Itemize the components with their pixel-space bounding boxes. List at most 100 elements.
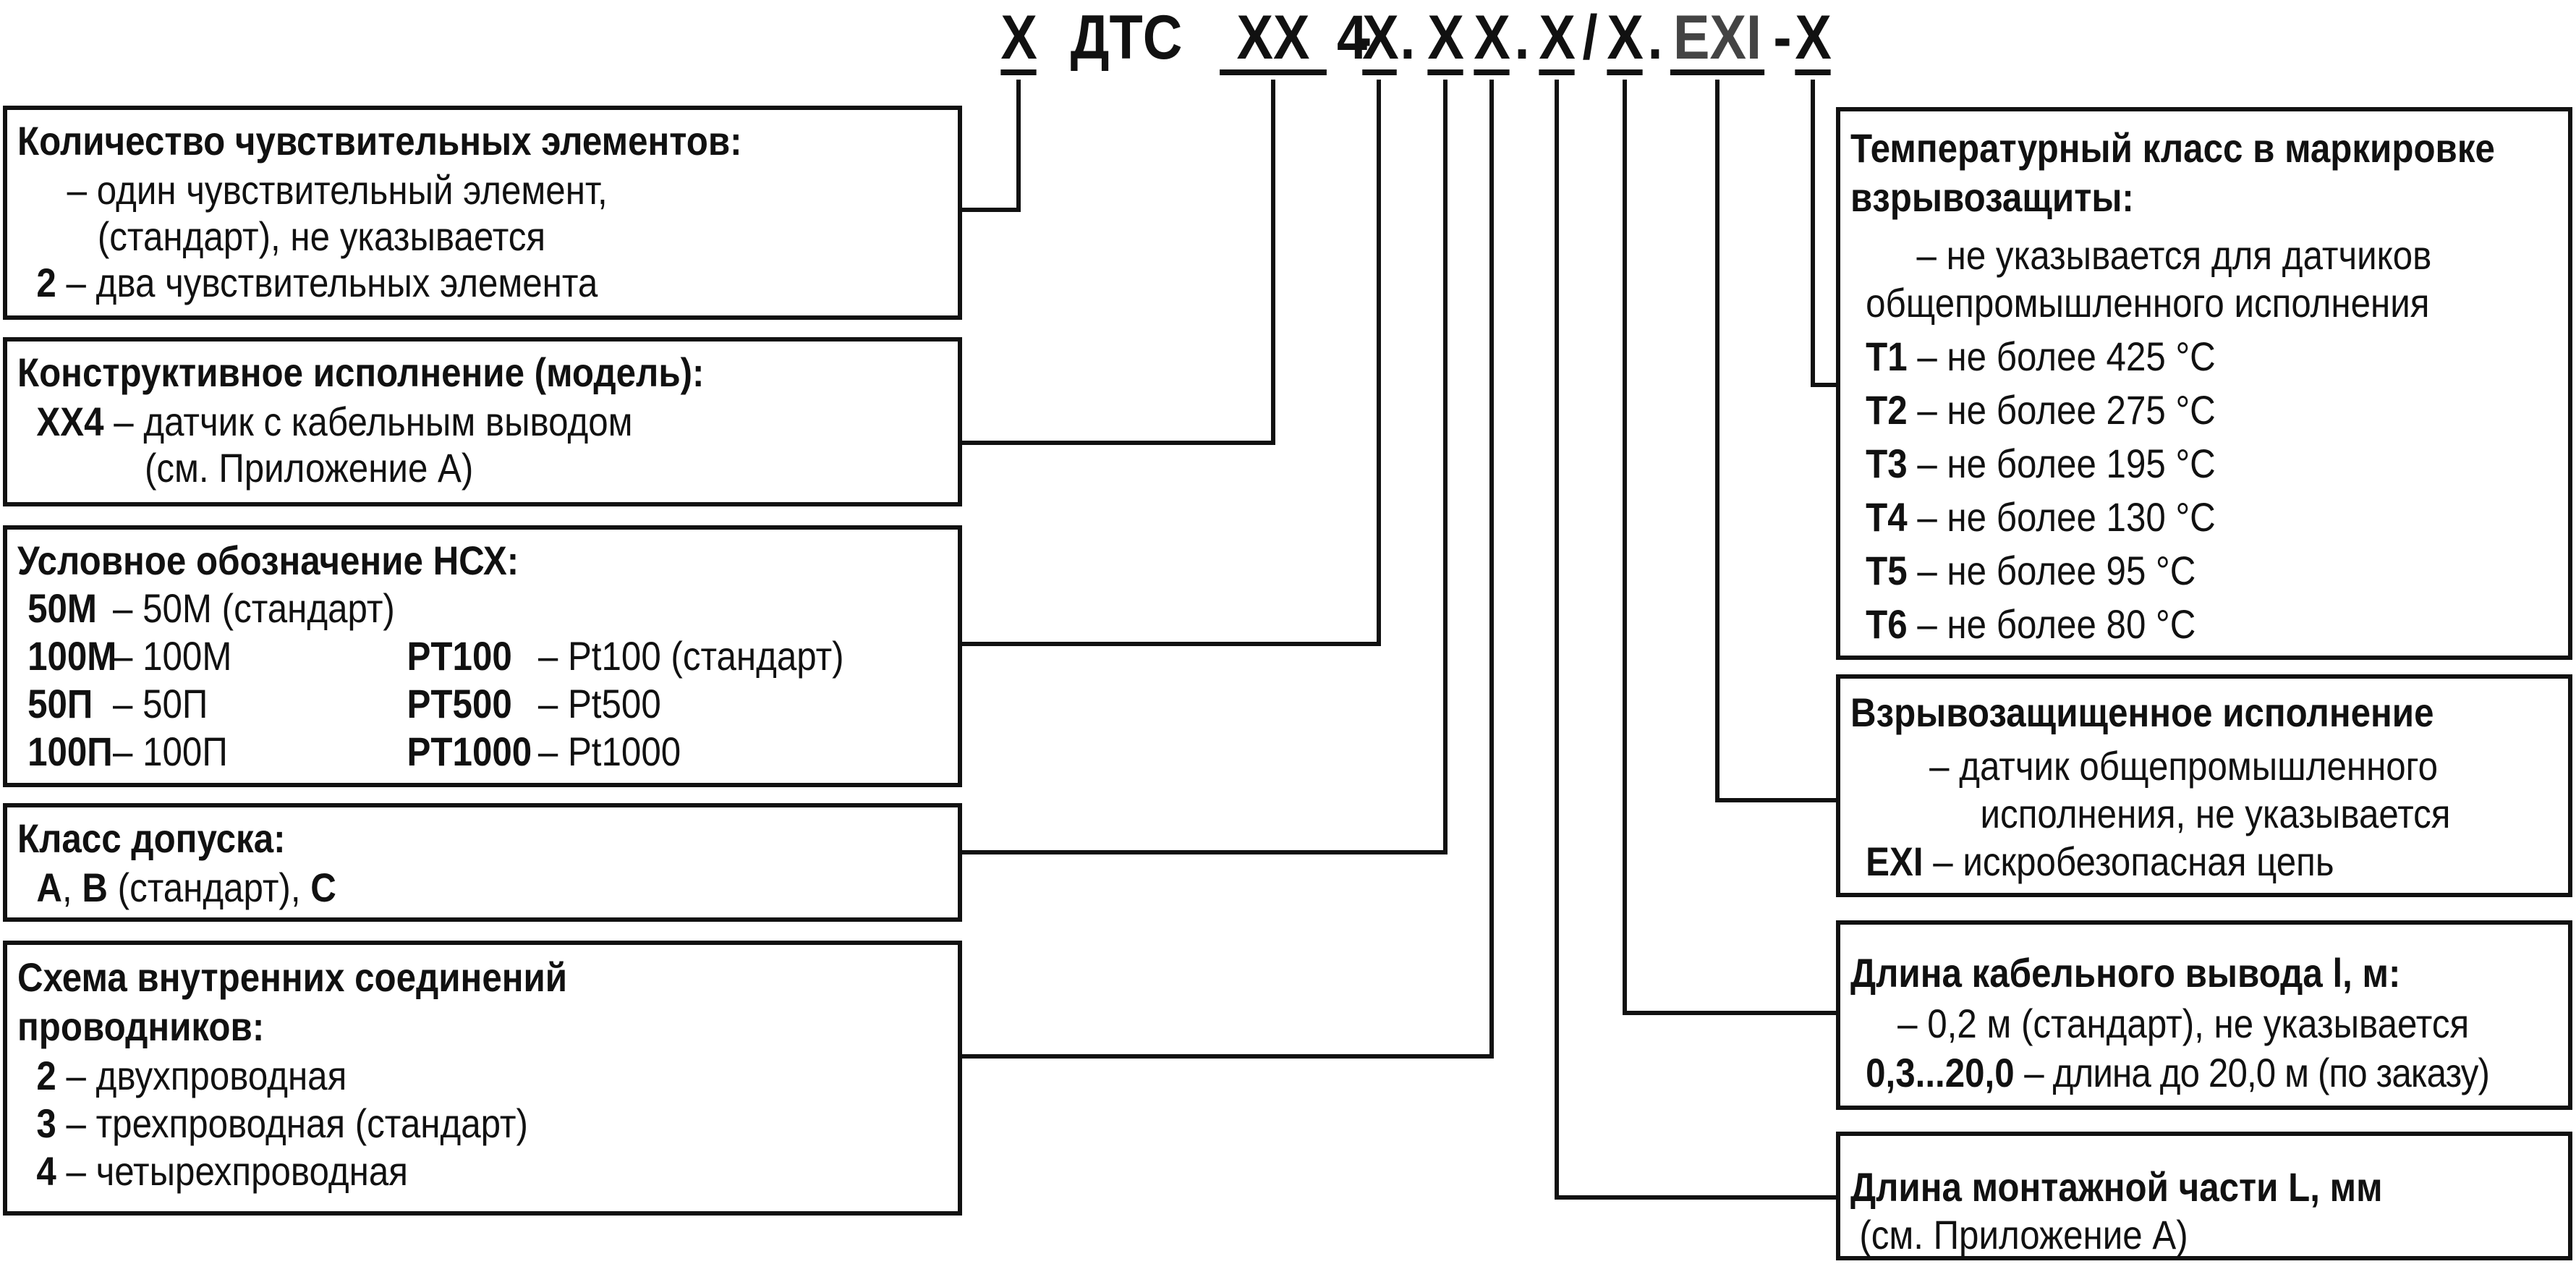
cable-code-range: 0,3...20,0 xyxy=(1866,1050,2015,1095)
box-sensor-count: Количество чувствительных элементов: – о… xyxy=(3,106,962,320)
nsh-code-pt100: PT100 xyxy=(407,633,512,679)
box-tolerance: Класс допуска: A, B (стандарт), C xyxy=(3,803,962,922)
nsh-desc-50m: – 50М (стандарт) xyxy=(113,585,395,631)
wiring-code-3: 3 xyxy=(36,1100,56,1146)
code-wiring: X xyxy=(1474,0,1510,75)
code-dot-1: . xyxy=(1400,3,1416,72)
code-dash-2: - xyxy=(1773,3,1792,72)
model-title: Конструктивное исполнение (модель): xyxy=(17,349,705,395)
wiring-desc-4: – четырехпроводная xyxy=(66,1148,408,1194)
nsh-code-100m: 100М xyxy=(27,633,117,679)
wiring-code-2: 2 xyxy=(36,1053,56,1098)
sensor-count-line3: – два чувствительных элемента xyxy=(66,260,598,305)
box-temp-class: Температурный класс в маркировке взрывоз… xyxy=(1836,107,2572,660)
temp-class-title-1: Температурный класс в маркировке xyxy=(1850,125,2495,171)
connector-tempclass xyxy=(1811,80,1840,387)
nsh-title: Условное обозначение НСХ: xyxy=(17,538,519,583)
temp-class-v6: – не более 80 °С xyxy=(1917,601,2196,647)
nsh-desc-100m: – 100М xyxy=(113,633,232,679)
connector-cable xyxy=(1623,80,1840,1015)
cable-line2: – длина до 20,0 м (по заказу) xyxy=(2024,1050,2490,1095)
explosion-line3: – искробезопасная цепь xyxy=(1933,839,2334,884)
code-sensor-count: X xyxy=(1000,0,1037,75)
tolerance-c: C xyxy=(310,865,336,910)
code-temp-class: X xyxy=(1795,0,1832,75)
temp-class-v5: – не более 95 °С xyxy=(1917,548,2196,593)
code-dot-3: . xyxy=(1647,3,1663,72)
nsh-code-50m: 50М xyxy=(27,585,97,631)
model-line1: – датчик с кабельным выводом xyxy=(114,399,633,444)
code-tolerance: X xyxy=(1427,0,1464,75)
nsh-code-pt1000: PT1000 xyxy=(407,729,532,774)
sensor-count-title: Количество чувствительных элементов: xyxy=(17,118,742,164)
tolerance-sep: , xyxy=(61,865,82,910)
tolerance-a: A xyxy=(36,865,62,910)
nsh-code-50p: 50П xyxy=(27,681,93,726)
nsh-desc-50p: – 50П xyxy=(113,681,208,726)
box-model: Конструктивное исполнение (модель): XX4 … xyxy=(3,337,962,506)
code-nsh: X xyxy=(1362,0,1399,75)
cable-line1: – 0,2 м (стандарт), не указывается xyxy=(1897,1001,2470,1046)
mount-line1: (см. Приложение А) xyxy=(1859,1212,2188,1257)
code-dash-1: - xyxy=(1353,3,1372,72)
connector-tolerance xyxy=(959,80,1448,854)
box-nsh: Условное обозначение НСХ: 50М – 50М (ста… xyxy=(3,525,962,787)
temp-class-line1: – не указывается для датчиков xyxy=(1916,232,2432,278)
nsh-desc-pt1000: – Pt1000 xyxy=(537,729,681,774)
explosion-title: Взрывозащищенное исполнение xyxy=(1850,690,2434,735)
box-explosion-protection: Взрывозащищенное исполнение – датчик общ… xyxy=(1836,674,2572,897)
wiring-desc-2: – двухпроводная xyxy=(66,1053,347,1098)
temp-class-v4: – не более 130 °С xyxy=(1917,494,2216,540)
temp-class-line2: общепромышленного исполнения xyxy=(1866,280,2430,326)
code-dot-2: . xyxy=(1514,3,1530,72)
code-model-digit: 4 xyxy=(1336,3,1368,72)
explosion-line2: исполнения, не указывается xyxy=(1980,791,2451,836)
temp-class-t3: T3 xyxy=(1866,441,1908,486)
code-slash: / xyxy=(1582,3,1598,72)
explosion-line1: – датчик общепромышленного xyxy=(1929,743,2438,789)
sensor-count-line2: (стандарт), не указывается xyxy=(97,213,546,259)
nsh-desc-pt500: – Pt500 xyxy=(537,681,661,726)
model-code: XX4 xyxy=(36,399,104,444)
temp-class-t6: T6 xyxy=(1866,601,1908,647)
code-cable-length: X xyxy=(1607,0,1644,75)
wiring-title-2: проводников: xyxy=(17,1004,265,1049)
mount-title: Длина монтажной части L, мм xyxy=(1850,1164,2383,1210)
temp-class-t2: T2 xyxy=(1866,387,1908,433)
sensor-count-line1: – один чувствительный элемент, xyxy=(67,167,608,213)
model-line2: (см. Приложение А) xyxy=(145,445,474,491)
nsh-desc-100p: – 100П xyxy=(113,729,228,774)
box-wiring: Схема внутренних соединений проводников:… xyxy=(3,941,962,1216)
connector-wiring xyxy=(959,80,1494,1059)
wiring-code-4: 4 xyxy=(36,1148,56,1194)
tolerance-title: Класс допуска: xyxy=(17,815,286,861)
connector-sensors xyxy=(959,80,1021,212)
connector-explosion xyxy=(1715,80,1840,802)
box-mount-length: Длина монтажной части L, мм (см. Приложе… xyxy=(1836,1132,2572,1260)
nsh-desc-pt100: – Pt100 (стандарт) xyxy=(537,633,844,679)
temp-class-v3: – не более 195 °С xyxy=(1917,441,2216,486)
code-series: ДТС xyxy=(1070,3,1183,72)
temp-class-t5: T5 xyxy=(1866,548,1908,593)
wiring-title-1: Схема внутренних соединений xyxy=(17,954,568,1000)
connector-mount xyxy=(1555,80,1840,1200)
code-model-xx: XX xyxy=(1220,0,1327,75)
nsh-code-pt500: PT500 xyxy=(407,681,512,726)
temp-class-v2: – не более 275 °С xyxy=(1917,387,2216,433)
wiring-desc-3: – трехпроводная (стандарт) xyxy=(66,1100,528,1146)
tolerance-standard: (стандарт), xyxy=(107,865,311,910)
temp-class-title-2: взрывозащиты: xyxy=(1850,174,2134,220)
temp-class-v1: – не более 425 °С xyxy=(1917,334,2216,379)
code-mount-length: X xyxy=(1539,0,1576,75)
sensor-count-code-2: 2 xyxy=(36,260,56,305)
temp-class-t1: T1 xyxy=(1866,334,1908,379)
code-explosion: EXI xyxy=(1670,0,1765,75)
temp-class-t4: T4 xyxy=(1866,494,1908,540)
tolerance-b: B xyxy=(82,865,108,910)
cable-title: Длина кабельного вывода l, м: xyxy=(1850,950,2401,996)
nsh-code-100p: 100П xyxy=(27,729,113,774)
connector-model xyxy=(959,80,1275,445)
connector-nsh xyxy=(959,80,1381,646)
box-cable-length: Длина кабельного вывода l, м: – 0,2 м (с… xyxy=(1836,920,2572,1110)
